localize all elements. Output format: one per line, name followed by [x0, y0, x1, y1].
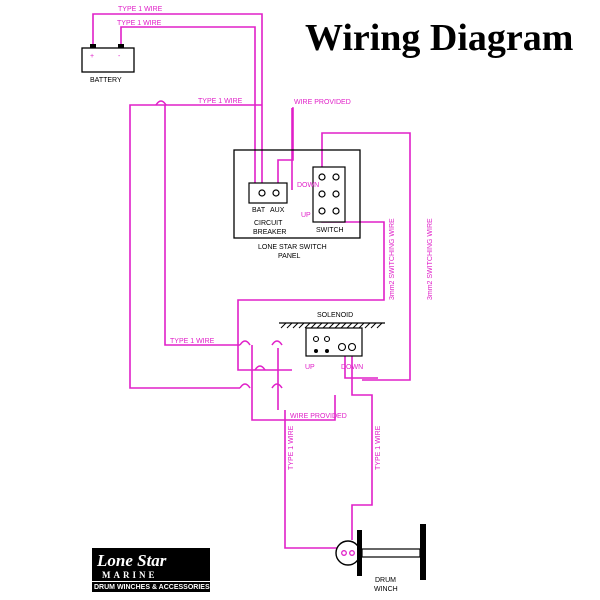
battery-minus-label: -	[118, 53, 121, 60]
switch	[312, 166, 346, 223]
aux-label: AUX	[270, 207, 285, 214]
drum-winch: DRUM WINCH	[335, 524, 426, 593]
wire-provided-top	[277, 107, 294, 185]
solenoid: SOLENOID UP DOWN	[279, 312, 385, 371]
breaker-label: BREAKER	[253, 229, 286, 236]
type1-wire-label-vertical-right: TYPE 1 WIRE	[375, 425, 382, 470]
wire-provided-label-bottom: WIRE PROVIDED	[290, 413, 347, 420]
switching-wire-label-2: 3mm2 SWITCHING WIRE	[427, 218, 434, 300]
battery: + - BATTERY	[81, 44, 135, 84]
type1-wire-battery-plus	[92, 13, 263, 190]
switch-label: SWITCH	[316, 227, 344, 234]
switching-wire-down	[321, 132, 411, 381]
logo-tagline: DRUM WINCHES & ACCESSORIES	[94, 584, 210, 591]
type1-wire-left-loop	[129, 104, 262, 389]
page-title: Wiring Diagram	[305, 17, 573, 59]
type1-wire-label-top1: TYPE 1 WIRE	[117, 20, 162, 27]
type1-wire-label-mid: TYPE 1 WIRE	[198, 98, 243, 105]
switching-wire-label-1: 3mm2 SWITCHING WIRE	[389, 218, 396, 300]
winch-label: WINCH	[374, 586, 398, 593]
battery-label: BATTERY	[90, 77, 122, 84]
type1-wire-mid	[164, 105, 240, 346]
switch-up-label: UP	[301, 212, 311, 219]
panel-label-line1: LONE STAR SWITCH	[258, 244, 327, 251]
type1-wire-vertical-right	[351, 352, 373, 540]
wires	[92, 13, 411, 549]
battery-plus-label: +	[90, 53, 94, 60]
circuit-breaker	[248, 182, 288, 204]
logo-line1: Lone Star	[96, 551, 167, 570]
type1-wire-label-top2: TYPE 1 WIRE	[118, 6, 163, 13]
lone-star-switch-panel: BAT AUX CIRCUIT BREAKER DOWN UP SWITCH L…	[233, 149, 361, 260]
panel-label-line2: PANEL	[278, 253, 301, 260]
drum-label: DRUM	[375, 577, 396, 584]
bat-label: BAT	[252, 207, 266, 214]
lone-star-marine-logo: Lone Star MARINE DRUM WINCHES & ACCESSOR…	[92, 548, 210, 592]
type1-wire-vertical-left	[284, 410, 342, 549]
wire-provided-label-top: WIRE PROVIDED	[294, 99, 351, 106]
switch-down-label: DOWN	[297, 182, 319, 189]
solenoid-up-label: UP	[305, 364, 315, 371]
type1-wire-label-vertical-left: TYPE 1 WIRE	[288, 425, 295, 470]
solenoid-label: SOLENOID	[317, 312, 353, 319]
logo-line2: MARINE	[102, 570, 158, 580]
type1-wire-battery-minus	[120, 26, 276, 190]
circuit-label: CIRCUIT	[254, 220, 283, 227]
solenoid-down-label: DOWN	[341, 364, 363, 371]
type1-wire-label-left: TYPE 1 WIRE	[170, 338, 215, 345]
wire-provided-bottom	[251, 345, 336, 421]
